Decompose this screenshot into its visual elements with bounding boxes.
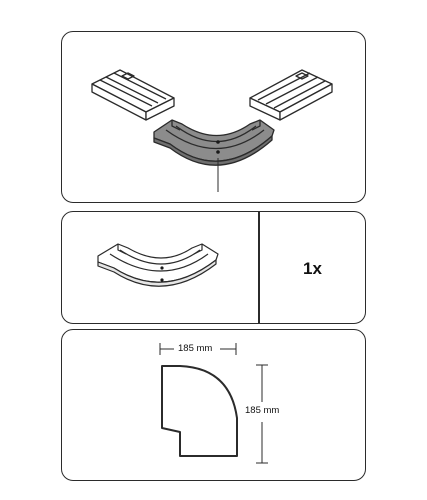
dimension-drawing (159, 343, 268, 464)
quantity-label: 1x (303, 258, 322, 278)
corner-profile-shape (161, 365, 238, 457)
right-rail-segment (249, 69, 333, 121)
dimensions-panel: 185 mm 185 mm (61, 329, 366, 481)
corner-part-illustration (97, 243, 219, 287)
height-dimension-line (256, 364, 268, 464)
height-dimension-label: 185 mm (245, 405, 280, 416)
corner-connector (153, 119, 275, 166)
width-dimension-line (159, 343, 237, 355)
assembly-illustration (91, 69, 333, 192)
left-rail-segment (91, 69, 175, 121)
width-dimension-label: 185 mm (178, 343, 213, 354)
component-panel: 1x (61, 211, 366, 324)
panel-divider (258, 212, 260, 323)
assembly-panel (61, 31, 366, 203)
